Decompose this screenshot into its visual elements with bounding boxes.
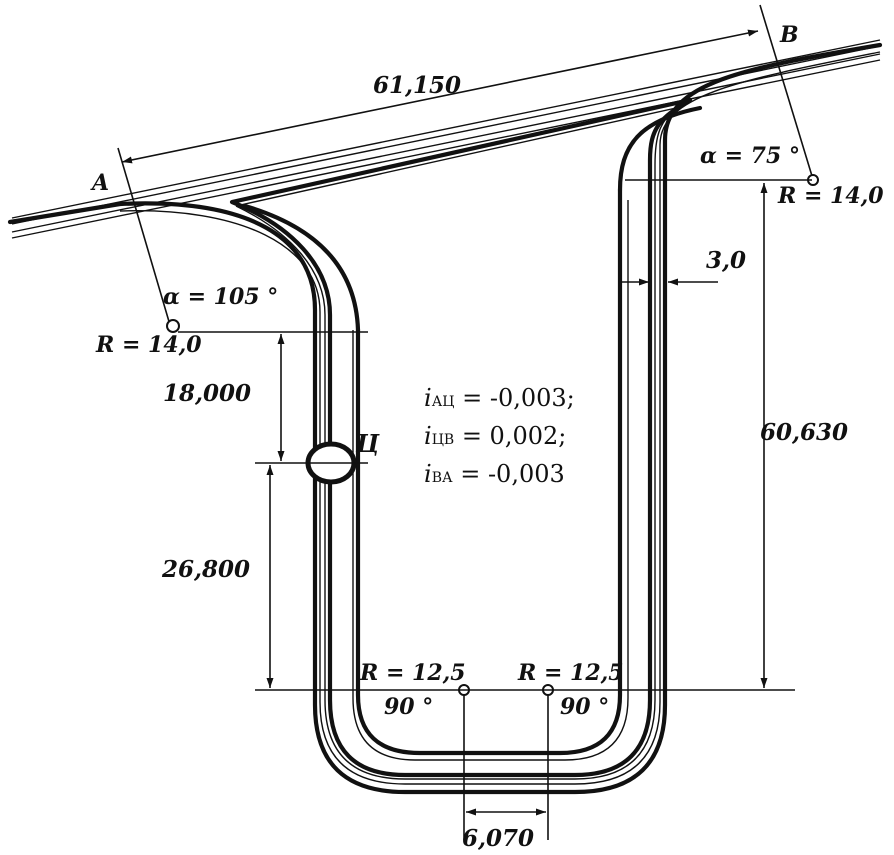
gradient-ba: iВА = -0,003: [424, 460, 565, 488]
dimension-arrows: [121, 29, 768, 816]
radius-b-label: R = 14,0: [777, 183, 884, 209]
dim-ab: [121, 29, 759, 164]
gradient-list: iАЦ = -0,003; iЦВ = 0,002; iВА = -0,003: [424, 384, 575, 488]
gradient-ac: iАЦ = -0,003;: [424, 384, 575, 412]
point-b-label: B: [779, 22, 799, 48]
radius-bl-label: R = 12,5: [359, 660, 466, 686]
gauge-label: 3,0: [706, 247, 746, 274]
extension-lines: [178, 179, 812, 840]
dim-ab-label: 61,150: [373, 72, 461, 99]
alpha-b-label: α = 75 °: [700, 143, 800, 169]
radius-lines: [117, 4, 819, 696]
alpha-a-label: α = 105 °: [163, 284, 278, 310]
dim-right-height-label: 60,630: [760, 419, 848, 446]
dim-bottom-width-label: 6,070: [462, 825, 534, 852]
center-a-marker: [166, 319, 180, 333]
angle-bl-label: 90 °: [384, 694, 433, 720]
angle-br-label: 90 °: [560, 694, 609, 720]
station-c: [305, 441, 368, 485]
point-c-label: Ц: [355, 429, 380, 458]
dim-lower-left-label: 26,800: [161, 556, 250, 583]
radius-br-label: R = 12,5: [517, 660, 624, 686]
gradient-cb: iЦВ = 0,002;: [424, 422, 566, 450]
dim-upper-left-label: 18,000: [163, 380, 251, 407]
radius-a-label: R = 14,0: [95, 332, 202, 358]
point-a-label: A: [90, 170, 109, 196]
